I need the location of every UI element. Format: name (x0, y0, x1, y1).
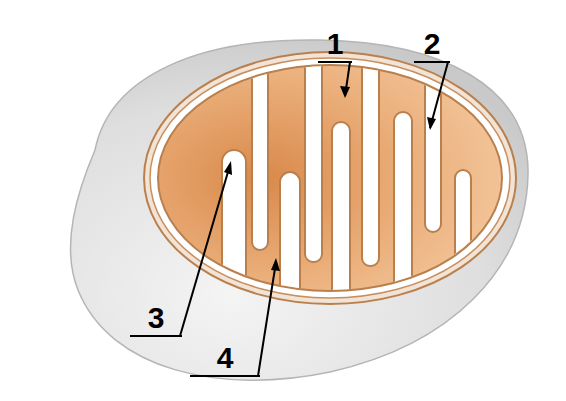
callout-number: 1 (327, 29, 344, 59)
callout-number: 4 (217, 343, 234, 373)
arrowheads (224, 86, 436, 271)
cristae (222, 0, 471, 352)
matrix (158, 65, 502, 291)
callout-number: 2 (424, 29, 441, 59)
outer-shell (71, 40, 529, 380)
callout-number: 3 (148, 303, 165, 333)
leader-lines (130, 62, 450, 376)
